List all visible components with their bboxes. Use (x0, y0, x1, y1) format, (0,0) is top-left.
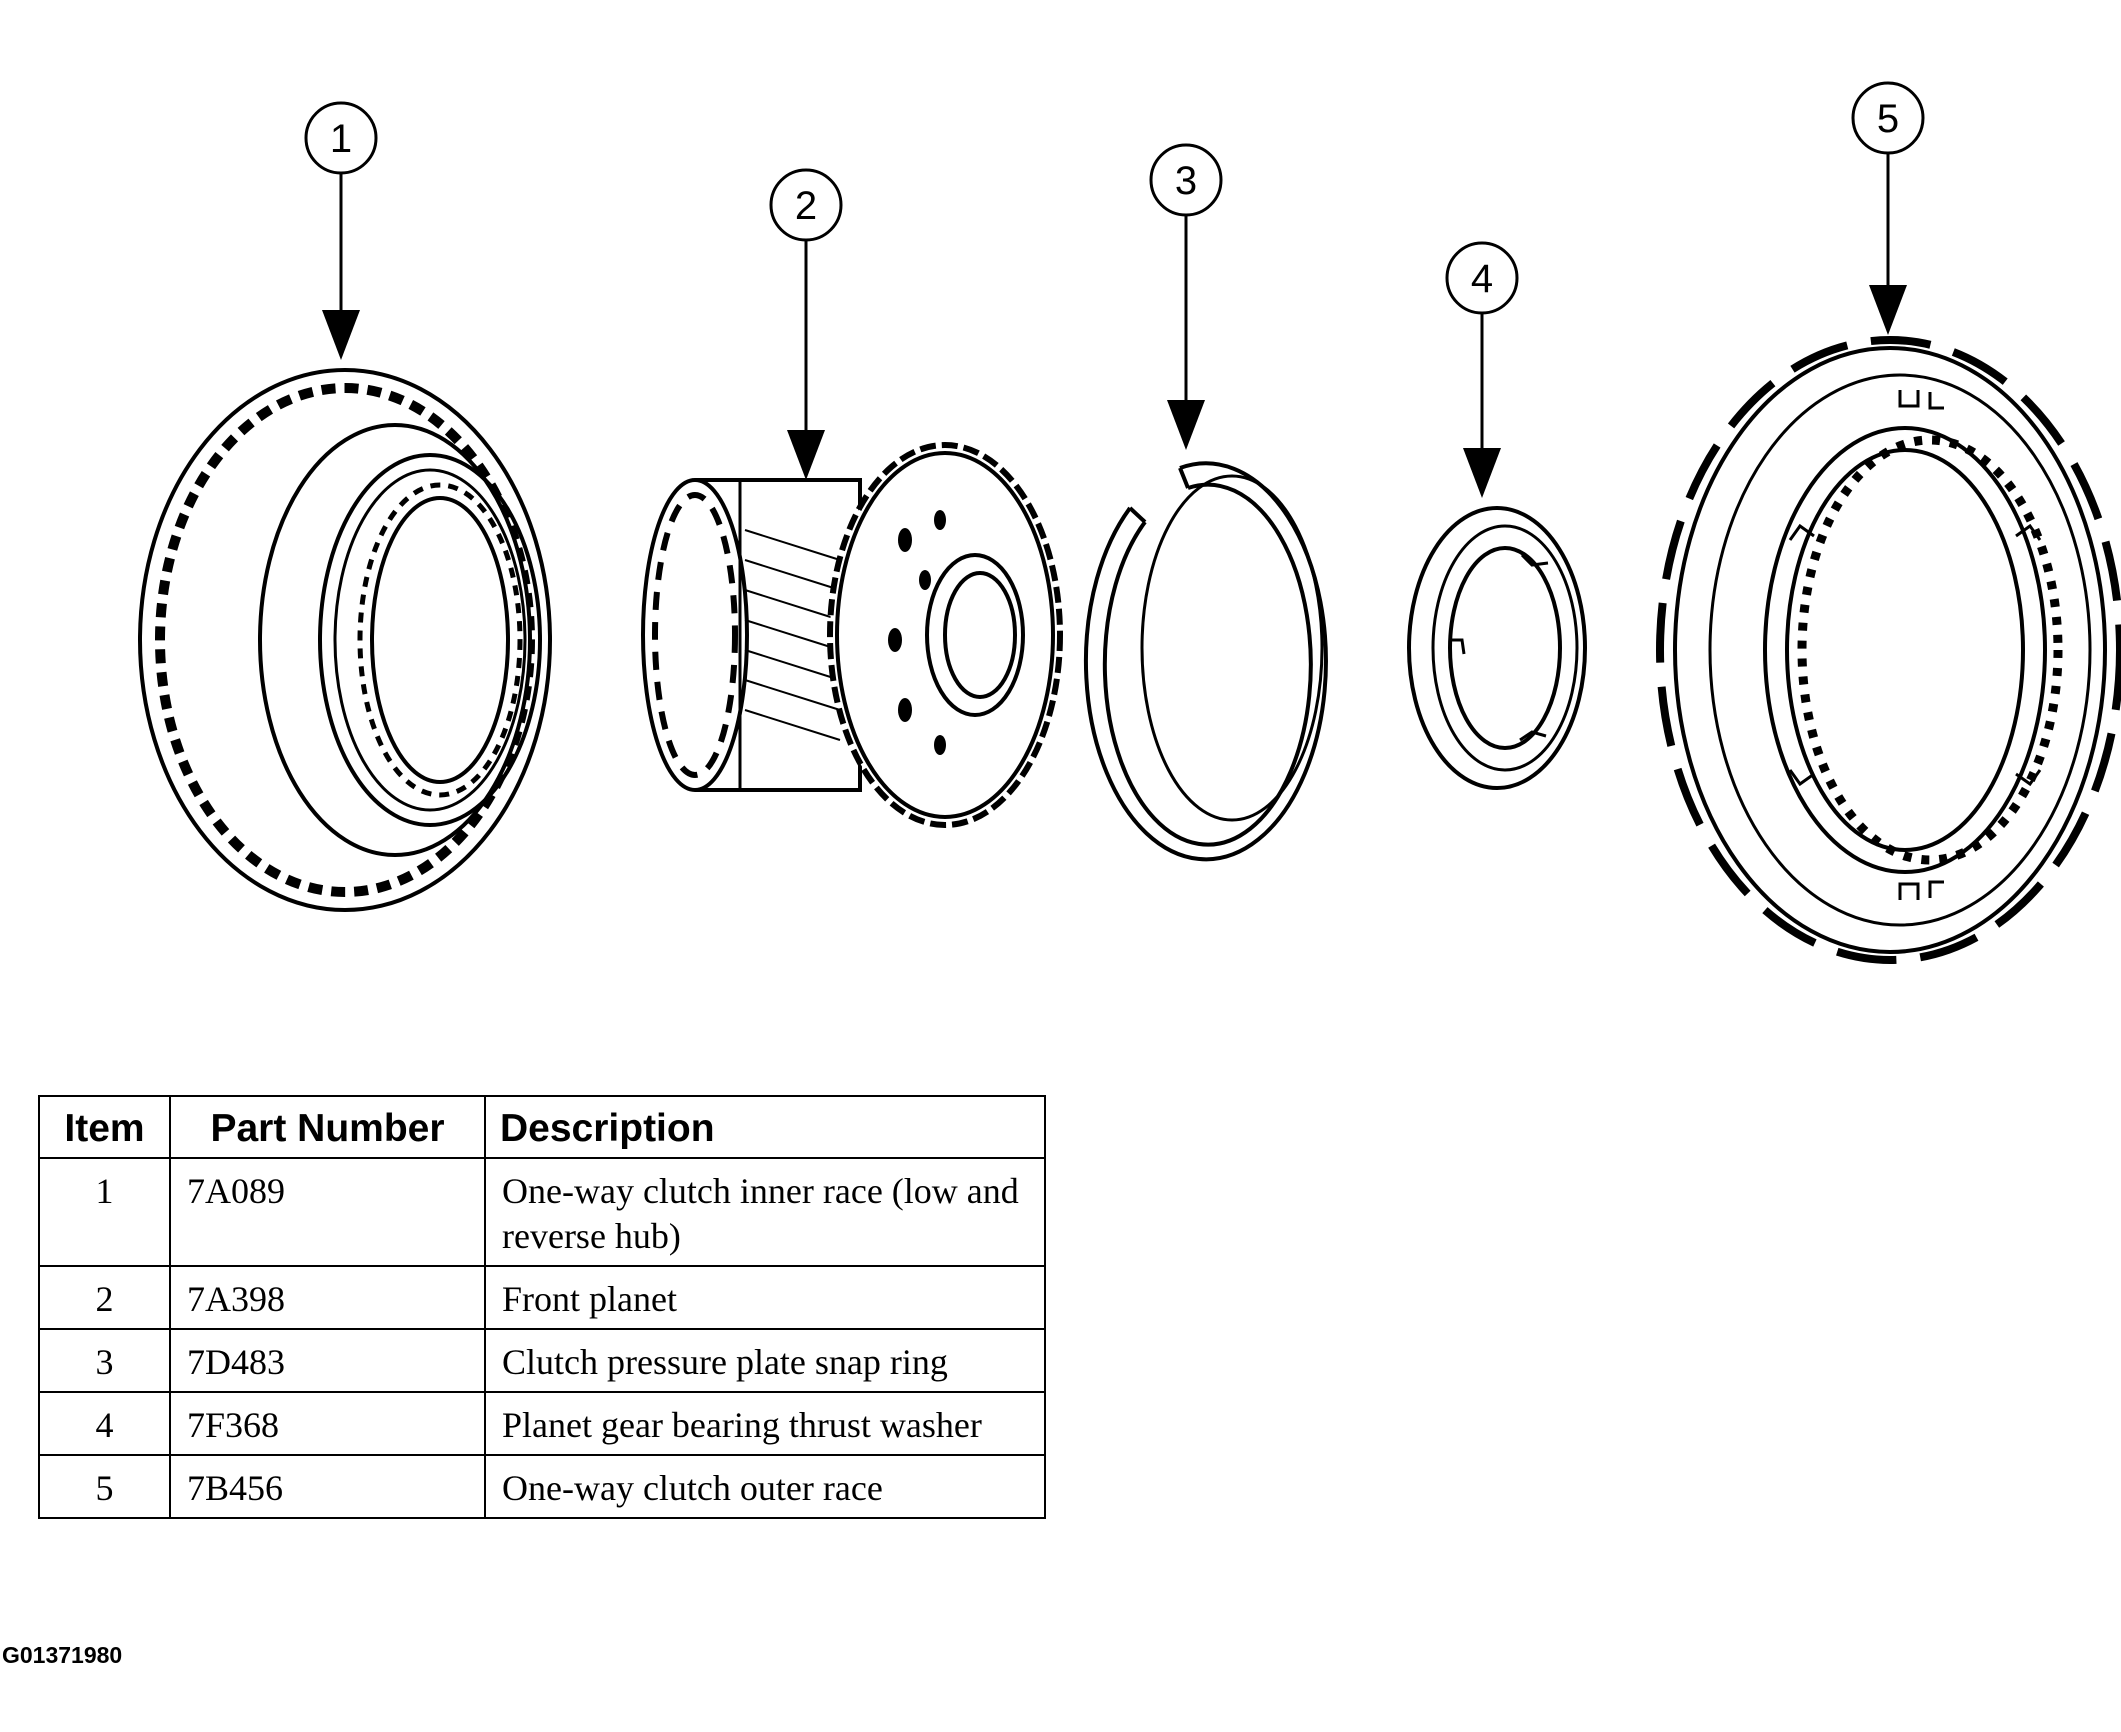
description-cell: One-way clutch inner race (low and rever… (484, 1157, 1046, 1267)
table-header-row: Item Part Number Description (38, 1095, 1046, 1159)
part-2-front-planet (641, 442, 1063, 828)
exploded-view-diagram: 1 2 (138, 81, 2121, 964)
table-row: 1 7A089 One-way clutch inner race (low a… (38, 1157, 1046, 1267)
part-3-snap-ring (1083, 461, 1328, 862)
callout-3: 3 (1149, 143, 1223, 450)
callout-1: 1 (304, 101, 378, 360)
callout-2-label: 2 (795, 184, 817, 228)
part-number-cell: 7F368 (169, 1391, 486, 1456)
description-cell: One-way clutch outer race (484, 1454, 1046, 1519)
header-description: Description (484, 1095, 1046, 1159)
item-cell: 5 (38, 1454, 171, 1519)
description-cell: Planet gear bearing thrust washer (484, 1391, 1046, 1456)
part-number-cell: 7D483 (169, 1328, 486, 1393)
item-cell: 2 (38, 1265, 171, 1330)
parts-table: Item Part Number Description 1 7A089 One… (38, 1095, 1046, 1519)
table-row: 4 7F368 Planet gear bearing thrust washe… (38, 1391, 1046, 1456)
part-number-cell: 7B456 (169, 1454, 486, 1519)
item-cell: 3 (38, 1328, 171, 1393)
part-1-inner-race (138, 368, 552, 912)
header-item: Item (38, 1095, 171, 1159)
callout-2: 2 (769, 168, 843, 480)
item-cell: 1 (38, 1157, 171, 1267)
part-number-cell: 7A398 (169, 1265, 486, 1330)
figure-id: G01371980 (2, 1642, 123, 1668)
table-row: 5 7B456 One-way clutch outer race (38, 1454, 1046, 1519)
description-cell: Front planet (484, 1265, 1046, 1330)
part-number-cell: 7A089 (169, 1157, 486, 1267)
callout-4-label: 4 (1471, 257, 1493, 301)
callout-3-label: 3 (1175, 159, 1197, 203)
table-row: 2 7A398 Front planet (38, 1265, 1046, 1330)
callout-5-label: 5 (1877, 97, 1899, 141)
part-5-outer-race (1656, 336, 2121, 964)
callout-5: 5 (1851, 81, 1925, 335)
table-row: 3 7D483 Clutch pressure plate snap ring (38, 1328, 1046, 1393)
part-4-thrust-washer (1407, 506, 1587, 790)
header-part-number: Part Number (169, 1095, 486, 1159)
callout-1-label: 1 (330, 117, 352, 161)
description-cell: Clutch pressure plate snap ring (484, 1328, 1046, 1393)
callout-4: 4 (1445, 241, 1519, 498)
item-cell: 4 (38, 1391, 171, 1456)
